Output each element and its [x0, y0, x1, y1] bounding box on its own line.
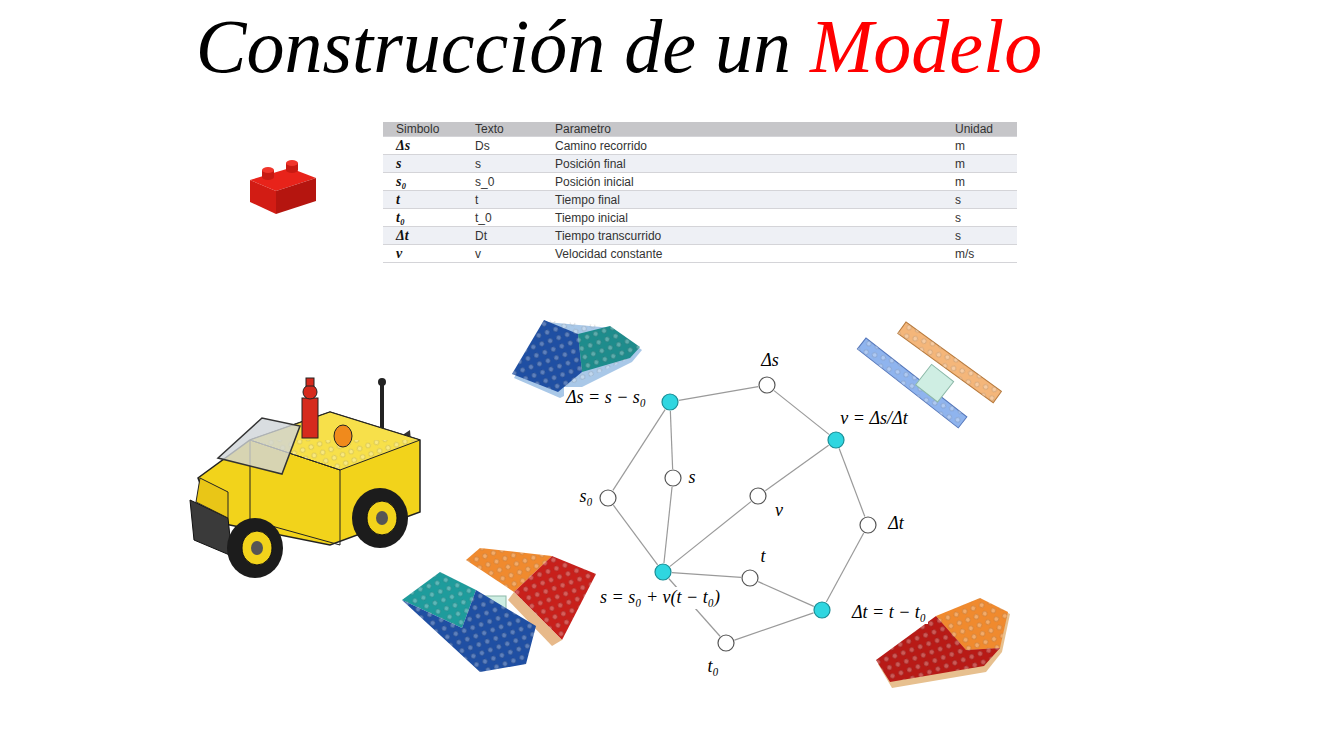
table-header: Simbolo [383, 122, 462, 137]
table-cell: s [950, 209, 1017, 227]
variable-node: Δs [758, 376, 776, 394]
title-accent: Modelo [810, 4, 1042, 88]
connector-line [670, 502, 751, 567]
variable-node: s [664, 469, 682, 487]
variable-label: t [758, 546, 767, 568]
node-circle [661, 393, 679, 411]
table-cell: s₀ [383, 173, 462, 191]
node-circle [664, 469, 682, 487]
equation-node: s = s₀ + v(t − t₀) [654, 563, 672, 581]
table-cell: s [950, 227, 1017, 245]
variable-node: Δt [859, 516, 877, 534]
connector-line [679, 387, 758, 401]
table-cell: t [462, 191, 541, 209]
node-circle [717, 634, 735, 652]
connector-line [774, 391, 829, 435]
title-bar: Construcción de unModelo [196, 8, 1042, 84]
table-cell: m [950, 155, 1017, 173]
table-cell: v [462, 245, 541, 263]
variable-node: v [749, 487, 767, 505]
table-header: Parametro [541, 122, 950, 137]
red-brick [250, 160, 316, 214]
connector-line [826, 533, 863, 602]
equation-label: s = s₀ + v(t − t₀) [598, 587, 722, 609]
table-cell: Ds [462, 137, 541, 155]
connector-line [839, 448, 865, 516]
variable-label: s [686, 467, 697, 489]
equation-node: Δt = t − t₀ [813, 601, 831, 619]
table-cell: Tiempo transcurrido [541, 227, 950, 245]
connector-line [670, 411, 672, 469]
wedge-plates-four-color [402, 548, 596, 672]
table-cell: m [950, 137, 1017, 155]
connector-line [664, 487, 672, 563]
connector-line [735, 613, 814, 640]
table-header: Unidad [950, 122, 1017, 137]
node-circle [813, 601, 831, 619]
node-circle [741, 569, 759, 587]
variable-label: t₀ [705, 656, 720, 678]
table-cell: m [950, 173, 1017, 191]
node-circle [859, 516, 877, 534]
node-circle [758, 376, 776, 394]
table-cell: t₀ [383, 209, 462, 227]
node-circle [749, 487, 767, 505]
table-header: Texto [462, 122, 541, 137]
variable-label: v [773, 500, 785, 522]
table-cell: s [383, 155, 462, 173]
connector-line [672, 573, 741, 578]
equation-label: Δt = t − t₀ [850, 602, 928, 624]
variable-label: Δs [759, 350, 781, 372]
table-cell: Tiempo final [541, 191, 950, 209]
node-circle [827, 431, 845, 449]
table-cell: Tiempo inicial [541, 209, 950, 227]
table-cell: t_0 [462, 209, 541, 227]
table-cell: Dt [462, 227, 541, 245]
table-cell: Velocidad constante [541, 245, 950, 263]
node-circle [599, 489, 617, 507]
node-circle [654, 563, 672, 581]
parameter-table: SimboloTextoParametroUnidadΔsDsCamino re… [383, 122, 1017, 263]
equation-node: Δs = s − s₀ [661, 393, 679, 411]
table-cell: s_0 [462, 173, 541, 191]
title-text: Construcción de un [196, 4, 791, 88]
table-cell: m/s [950, 245, 1017, 263]
table-cell: Posición final [541, 155, 950, 173]
table-cell: t [383, 191, 462, 209]
table-cell: Δt [383, 227, 462, 245]
table-cell: s [462, 155, 541, 173]
table-cell: Posición inicial [541, 173, 950, 191]
connector-line [758, 582, 814, 607]
connector-line [613, 505, 657, 565]
connector-line [765, 445, 828, 491]
equation-label: v = Δs/Δt [838, 408, 909, 430]
table-cell: v [383, 245, 462, 263]
variable-node: s₀ [599, 489, 617, 507]
variable-label: s₀ [577, 486, 594, 508]
lego-car [190, 378, 420, 578]
connector-line [613, 410, 665, 491]
equation-label: Δs = s − s₀ [564, 387, 648, 409]
variable-node: t₀ [717, 634, 735, 652]
table-cell: s [950, 191, 1017, 209]
equation-node: v = Δs/Δt [827, 431, 845, 449]
variable-label: Δt [886, 513, 906, 535]
table-cell: Camino recorrido [541, 137, 950, 155]
table-cell: Δs [383, 137, 462, 155]
variable-node: t [741, 569, 759, 587]
